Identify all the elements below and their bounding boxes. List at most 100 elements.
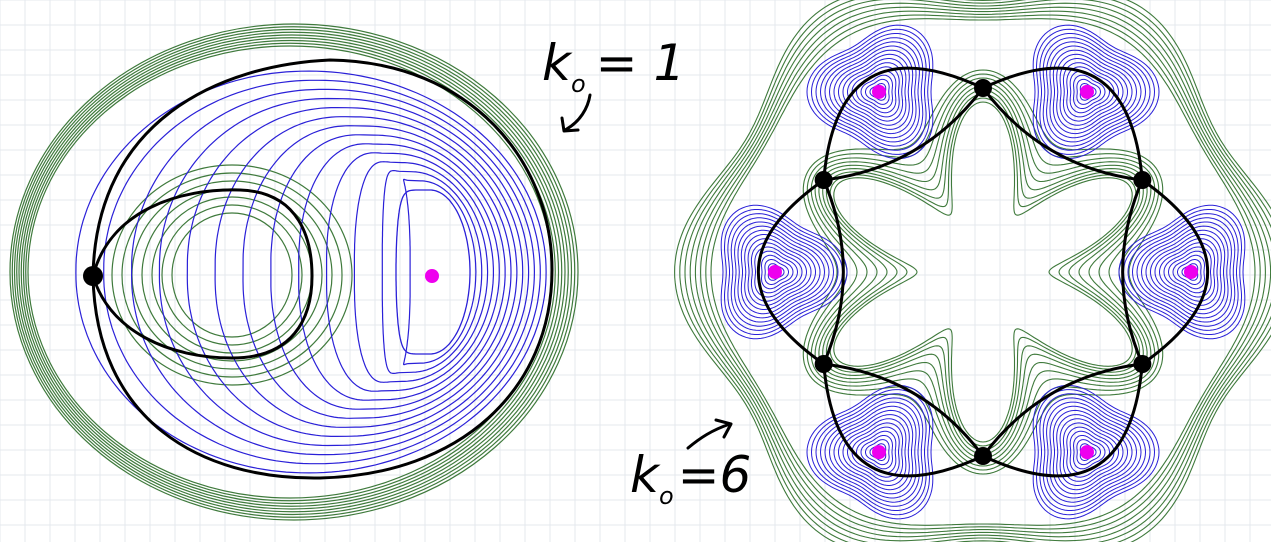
inner-contour [353, 161, 489, 383]
lobe-contour [1042, 37, 1147, 147]
star-contour [818, 85, 1148, 459]
lobe-contour [754, 246, 803, 298]
inner-contour [381, 170, 483, 374]
arrow-k1 [563, 93, 592, 132]
lobe-contour [833, 409, 914, 495]
inner-contour-core [395, 189, 471, 355]
inner-ring-contour [111, 164, 353, 386]
star-contour [802, 69, 1164, 475]
lobe-contour [730, 217, 835, 327]
outer-contour [674, 0, 1271, 542]
lobe-contour [828, 45, 917, 139]
center-point [768, 265, 782, 279]
lobe-contour [869, 83, 887, 101]
outer-contour [22, 39, 560, 505]
lobe-contour [837, 53, 910, 130]
fixed-points-k1 [83, 266, 439, 286]
lobe-contour [815, 33, 927, 151]
inner-ring-contour [121, 172, 343, 378]
lobe-contour [1172, 254, 1205, 290]
outer-contour [700, 10, 1266, 534]
lobe-contour [833, 49, 914, 135]
lobe-5 [806, 24, 934, 160]
lobe-contour [761, 254, 794, 290]
lobe-contour [1059, 418, 1124, 486]
center-point [872, 445, 886, 460]
arrowhead-k6 [714, 418, 733, 439]
lobe-contour [1046, 41, 1142, 143]
saddle-point [83, 266, 103, 286]
star-contour [822, 89, 1144, 455]
separatrix-k6 [757, 66, 1209, 478]
fixed-points-k6 [768, 79, 1198, 465]
lobe-2 [1032, 384, 1160, 520]
lobe-contour [815, 393, 927, 511]
lobe-contour [855, 70, 897, 114]
lobe-contour [1059, 58, 1124, 126]
outer-contours-k1 [9, 23, 579, 521]
lobe-contour [842, 418, 907, 486]
lobe-contour [1076, 78, 1101, 105]
inner-contour [75, 70, 547, 474]
lobe-contour [1136, 221, 1232, 323]
outer-contours-k6 [674, 0, 1271, 542]
star-contour [833, 101, 1133, 443]
lobe-contour [869, 443, 887, 461]
lobe-contour [1066, 66, 1115, 118]
arrow-k6 [686, 422, 732, 450]
inner-contour [103, 79, 541, 465]
star-contour [814, 81, 1152, 463]
outer-contour [9, 23, 579, 521]
lobe-contour [806, 384, 934, 520]
lobe-contour [824, 41, 920, 143]
lobe-contour [1127, 213, 1239, 331]
lobe-contour [1032, 384, 1160, 520]
lobe-contour [846, 422, 904, 482]
lobe-contour [865, 439, 890, 466]
outer-contour [13, 28, 573, 516]
lobe-contour [855, 430, 897, 474]
outer-contour [679, 0, 1271, 542]
lobe-contour [744, 234, 817, 310]
lobe-contour [1145, 229, 1226, 315]
separatrix-petal [822, 362, 986, 478]
lobe-contour [1118, 204, 1246, 340]
outer-contour [16, 31, 569, 513]
lobe-contour [727, 213, 839, 331]
outer-contour [20, 37, 563, 507]
lobe-contour [1140, 225, 1229, 319]
outer-contour [710, 18, 1256, 526]
lobe-contour [1039, 33, 1151, 151]
lobe-contour [824, 401, 920, 503]
lobe-contour [750, 242, 808, 302]
lobe-contour [828, 405, 917, 499]
lobe-contour [740, 229, 821, 315]
lobe-contour [1066, 426, 1115, 478]
lobe-contour [737, 225, 826, 319]
lobe-contour [837, 414, 910, 491]
separatrix-outer [91, 58, 554, 480]
saddle-point [974, 447, 992, 465]
lobe-contour [819, 37, 924, 147]
lobe-contour [720, 204, 848, 340]
lobe-contour [1036, 389, 1156, 516]
lobe-contour [842, 58, 907, 126]
lobe-contour [1049, 45, 1138, 139]
lobe-contour [1177, 259, 1202, 285]
lobe-contour [1131, 217, 1236, 327]
inner-ring-contour [171, 212, 293, 338]
lobe-contour [1039, 393, 1151, 511]
lobe-contour [860, 74, 893, 109]
lobe-contour [1049, 405, 1138, 499]
lobe-contour [1036, 28, 1156, 155]
lobe-contour [865, 78, 890, 105]
inner-contour [214, 116, 518, 428]
lobe-contour [1158, 242, 1216, 302]
lobe-contour [1076, 439, 1101, 466]
saddle-point [1133, 171, 1152, 189]
separatrix-petal [757, 177, 845, 367]
outer-contour [18, 34, 566, 510]
inner-contour [403, 178, 477, 366]
